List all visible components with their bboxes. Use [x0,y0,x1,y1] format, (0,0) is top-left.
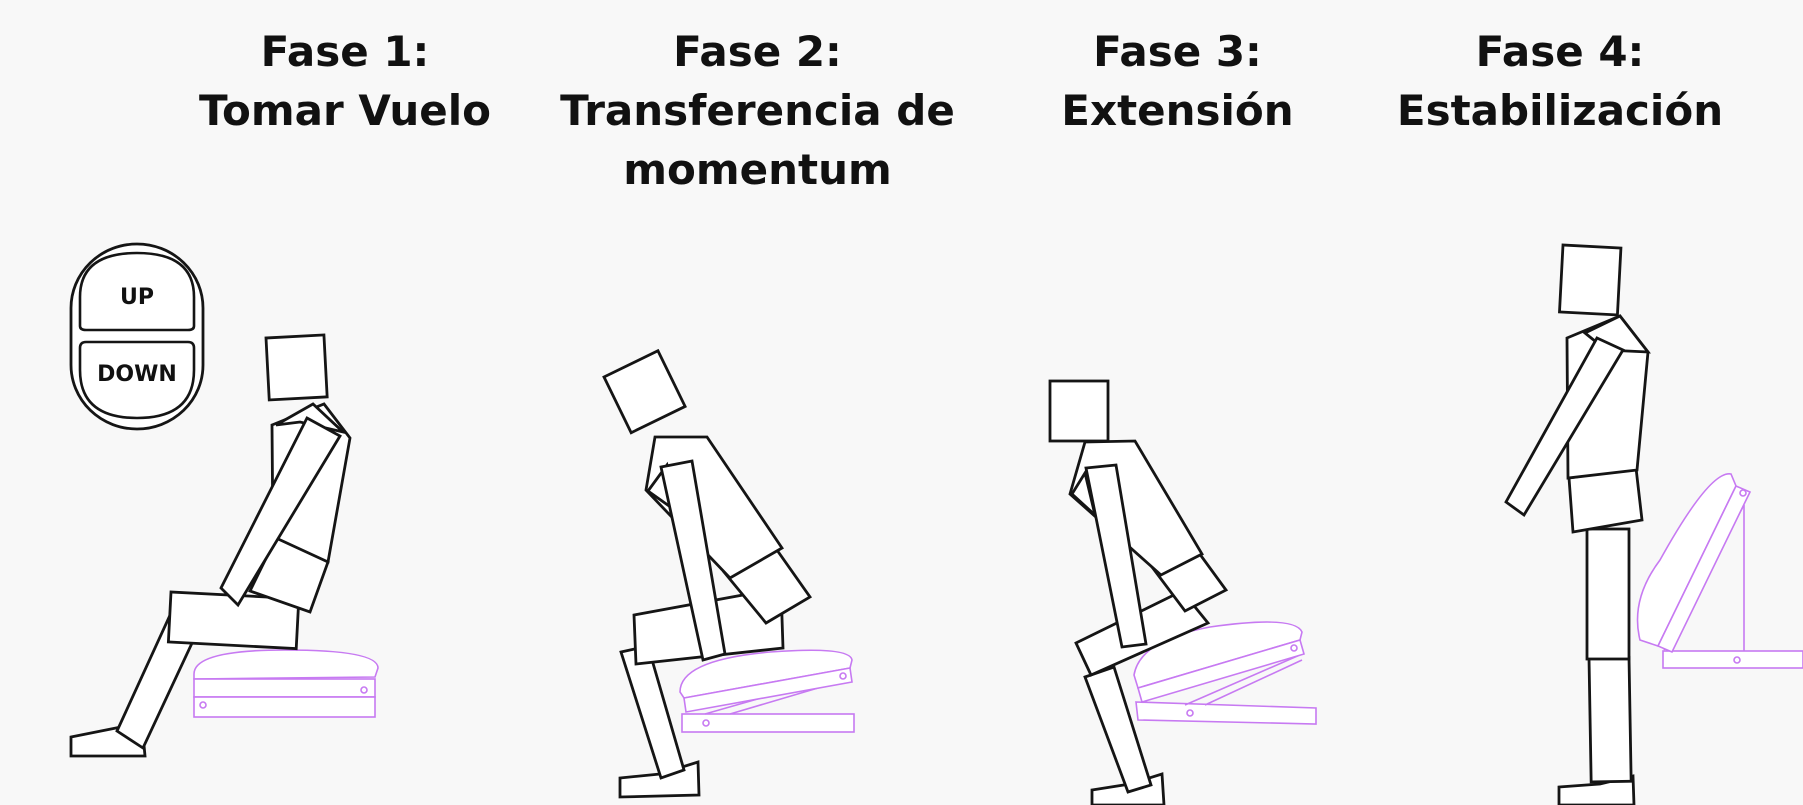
seat-cushion [679,649,853,699]
phase-3-figure [1048,379,1229,805]
phase-3-title: Fase 3: Extensión [1055,22,1300,140]
seat-hinge [199,701,207,709]
torso [644,435,785,580]
seat-hinge [1186,709,1194,717]
seat-plate [683,667,853,713]
seat-pivot [1739,489,1747,497]
arm [1504,336,1626,518]
phase-1-seat [193,649,379,718]
head [264,333,329,402]
phase-3-name: Extensión [1061,86,1294,135]
seat-pivot [1290,644,1298,652]
phase-1-number: Fase 1: [260,27,430,76]
seat-base [681,713,855,733]
phase-4-name: Estabilización [1396,86,1724,135]
head [602,348,687,435]
seat-plate [1137,639,1305,703]
phase-4-title: Fase 4: Estabilización [1385,22,1735,140]
arm [1084,463,1148,649]
phase-4-seat [1636,473,1803,669]
seat-cushion [1636,473,1737,647]
head [1558,243,1623,317]
remote-down-button[interactable] [78,340,196,420]
phase-2-name-line1: Transferencia de [560,86,955,135]
seat-hinge [1733,656,1741,664]
thigh [1585,527,1631,661]
foot [1557,774,1636,805]
seat-strut-2 [1204,659,1303,706]
phase-3-number: Fase 3: [1093,27,1262,76]
arm [659,459,727,662]
seat-cushion [193,649,379,680]
seat-strut [1184,653,1303,706]
remote-control: UP DOWN [69,242,205,431]
phase-4-figure [1504,243,1651,805]
phase-2-seat [679,649,855,733]
phase-4-number: Fase 4: [1475,27,1645,76]
shin [619,644,686,780]
seat-base [1135,701,1317,725]
remote-down-label: DOWN [97,362,177,387]
phase-2-title: Fase 2: Transferencia de momentum [545,22,970,199]
seat-pivot [360,686,368,694]
phase-2-number: Fase 2: [673,27,842,76]
seat-base [193,696,376,718]
phase-1-title: Fase 1: Tomar Vuelo [160,22,530,140]
remote-up-label: UP [120,285,154,310]
seat-base [1662,650,1803,669]
phase-2-name-line2: momentum [623,145,892,194]
seat-plate [1656,484,1752,654]
seat-hinge [702,719,710,727]
shin [1587,655,1633,784]
arm [219,416,342,608]
phase-1-name: Tomar Vuelo [198,86,491,135]
seat-pivot [839,672,847,680]
phase-1-figure [69,333,352,758]
phase-2-figure [602,348,813,799]
seat-plate [193,678,376,698]
remote-up-button[interactable] [78,251,196,332]
head [1048,379,1110,443]
